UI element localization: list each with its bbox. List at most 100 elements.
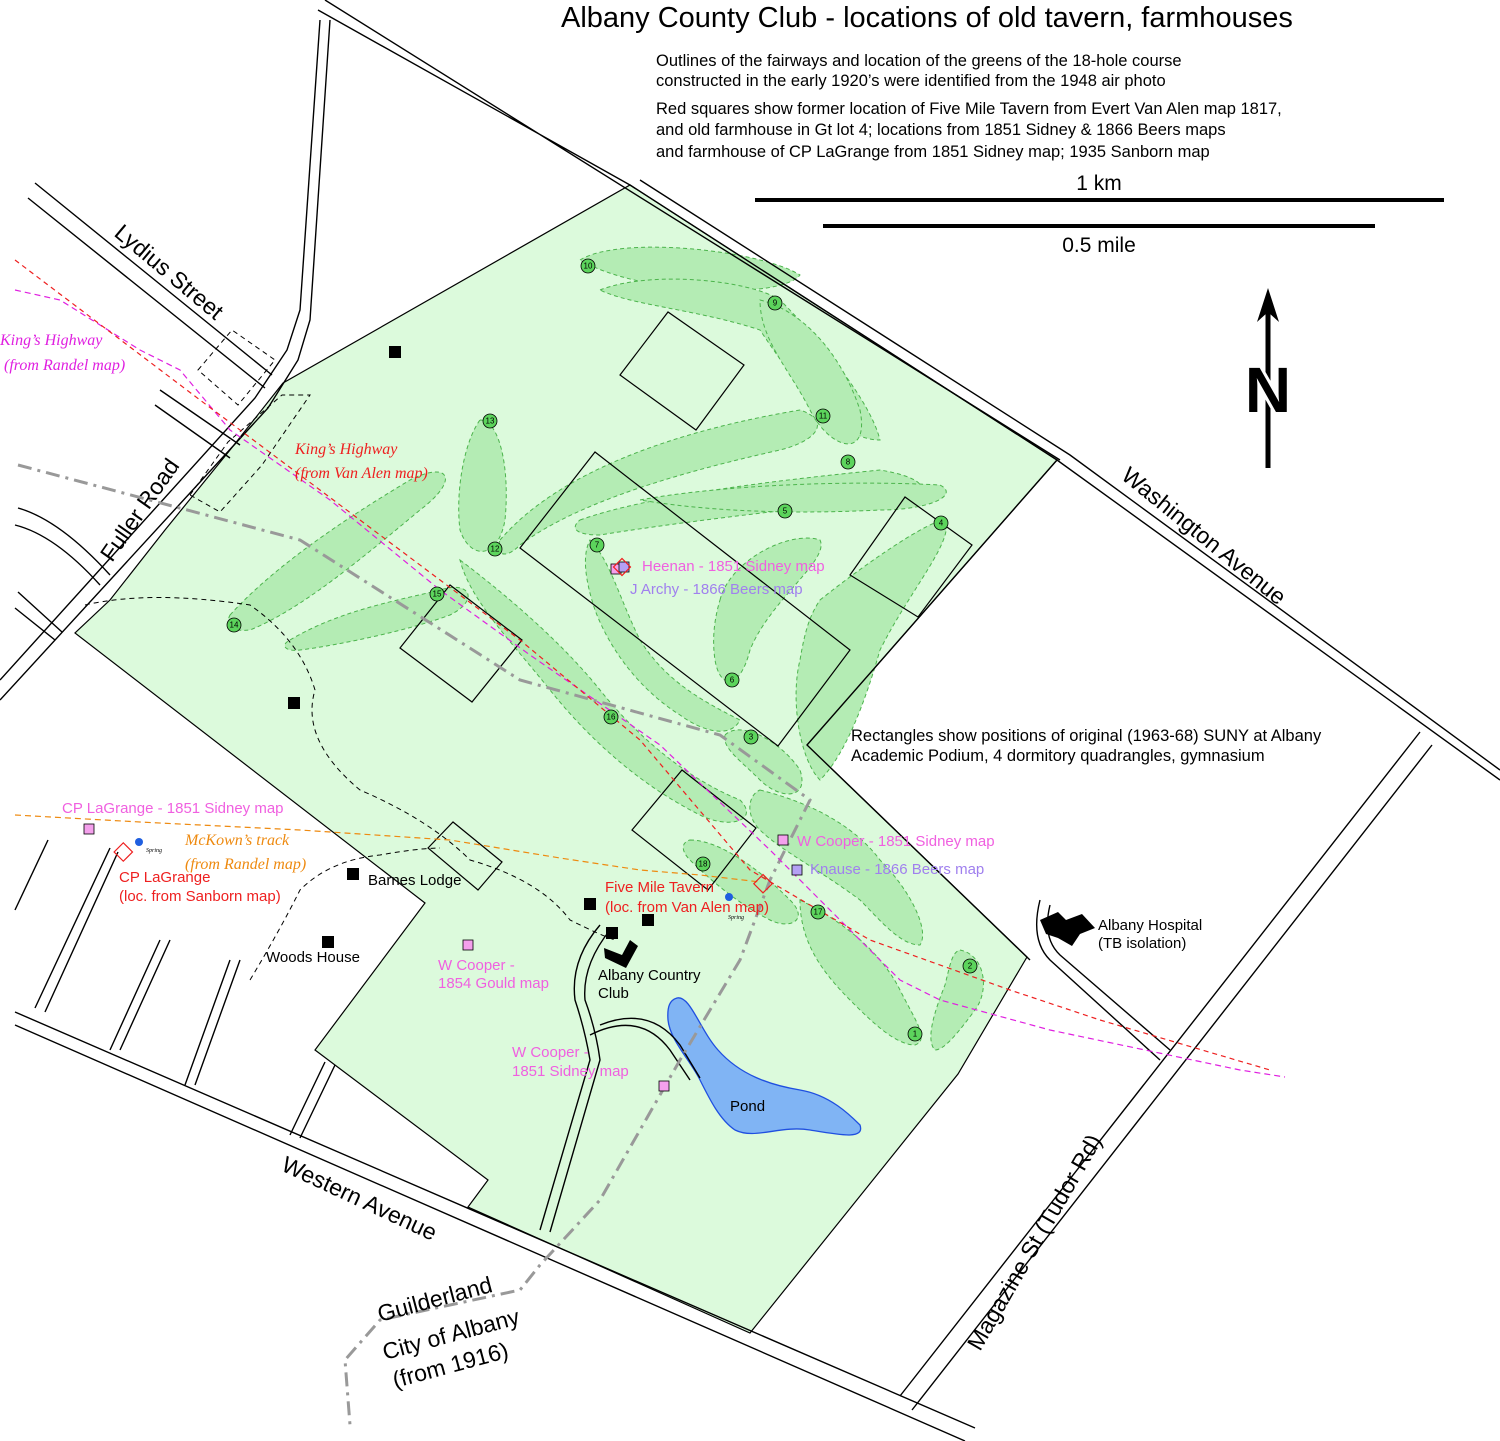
barnes-lodge-label: Barnes Lodge (368, 872, 461, 889)
knause-marker (791, 864, 803, 876)
kings-highway-randel-label: King’s Highway (0, 332, 103, 349)
wcooper-sidney2-marker (658, 1080, 670, 1092)
green-8 (840, 454, 856, 470)
svg-text:6: 6 (730, 676, 735, 685)
green-12 (487, 541, 503, 557)
svg-text:5: 5 (783, 507, 788, 516)
mckowns-track-label: McKown’s track (184, 832, 290, 849)
svg-text:7: 7 (595, 541, 600, 550)
svg-text:16: 16 (607, 713, 616, 722)
wcooper-sidney-label: W Cooper - 1851 Sidney map (797, 833, 995, 850)
club-house-building (604, 940, 638, 968)
green-9 (767, 295, 783, 311)
kings-highway-randel (14, 289, 1286, 1078)
hospital-building (1040, 912, 1095, 946)
jarchy-marker (618, 561, 630, 573)
knause-label: Knause - 1866 Beers map (810, 861, 984, 878)
spring-marker (135, 838, 143, 846)
western-avenue-label: Western Avenue (278, 1151, 441, 1246)
spring-label: Spring (728, 915, 744, 921)
note-line-2: constructed in the early 1920’s were ide… (656, 72, 1166, 90)
tavern-label: Five Mile Tavern (605, 879, 714, 896)
north-arrow: N (1242, 288, 1294, 468)
svg-text:3: 3 (749, 733, 754, 742)
municipal-boundary (17, 463, 812, 1426)
svg-text:9: 9 (773, 299, 778, 308)
hospital-label-2: (TB isolation) (1098, 935, 1186, 952)
heenan-label: Heenan - 1851 Sidney map (642, 558, 825, 575)
wcooper-sidney-marker (777, 834, 789, 846)
svg-text:17: 17 (814, 908, 823, 917)
svg-text:8: 8 (846, 458, 851, 467)
green-16 (603, 709, 619, 725)
green-3 (743, 729, 759, 745)
svg-text:13: 13 (486, 417, 495, 426)
building-marker (389, 346, 401, 358)
dashed-lots (189, 329, 311, 513)
mckowns-track-label-2: (from Randel map) (185, 856, 306, 873)
svg-text:11: 11 (819, 412, 828, 421)
green-6 (724, 672, 740, 688)
building-marker (347, 868, 359, 880)
svg-text:10: 10 (584, 262, 593, 271)
pond (667, 997, 862, 1136)
svg-text:18: 18 (699, 860, 708, 869)
suny-rectangles (399, 311, 973, 891)
wcooper-sidney2-label: W Cooper - (512, 1044, 589, 1061)
green-17 (810, 904, 826, 920)
red-square-markers (113, 557, 774, 894)
washington-avenue-label: Washington Avenue (1117, 462, 1291, 610)
woods-house-label: Woods House (266, 949, 360, 966)
tavern-label-2: (loc. from Van Alen map) (605, 899, 769, 916)
green-1 (907, 1026, 923, 1042)
scale-mile-label: 0.5 mile (1062, 234, 1136, 257)
wcooper-gould-marker (462, 939, 474, 951)
svg-text:14: 14 (230, 621, 239, 630)
wcooper-sidney2-label-2: 1851 Sidney map (512, 1063, 629, 1080)
green-4 (933, 515, 949, 531)
kings-highway-vanalen (14, 259, 1271, 1071)
building-marker (584, 898, 596, 910)
magazine-street-label: Magazine St (Tudor Rd) (962, 1130, 1107, 1355)
green-15 (429, 586, 445, 602)
spring-label: Spring (146, 848, 162, 854)
cp-lagrange-sidney-marker (83, 823, 95, 835)
building-marker (642, 914, 654, 926)
scale-km-label: 1 km (1076, 172, 1122, 195)
note-line-4: and old farmhouse in Gt lot 4; locations… (656, 121, 1226, 139)
greens (226, 258, 978, 1042)
hospital-label: Albany Hospital (1098, 917, 1202, 934)
building-marker (606, 927, 618, 939)
note-line-3: Red squares show former location of Five… (656, 100, 1282, 118)
wcooper-gould-label-2: 1854 Gould map (438, 975, 549, 992)
suny-note-line2: Academic Podium, 4 dormitory quadrangles… (851, 747, 1265, 765)
buildings (288, 346, 1095, 968)
green-11 (815, 408, 831, 424)
old-tracks (84, 597, 616, 981)
note-line-5: and farmhouse of CP LaGrange from 1851 S… (656, 143, 1210, 161)
green-7 (589, 537, 605, 553)
club-label-2: Club (598, 985, 629, 1002)
heenan-red-marker (612, 557, 632, 577)
green-2 (962, 958, 978, 974)
svg-text:12: 12 (491, 545, 500, 554)
map-title: Albany County Club - locations of old ta… (561, 2, 1293, 34)
building-marker (322, 936, 334, 948)
spring-marker (725, 893, 733, 901)
svg-text:15: 15 (433, 590, 442, 599)
green-numbers: 1 2 3 4 5 6 7 8 9 10 11 12 13 14 15 16 1… (230, 262, 973, 1039)
cp-lagrange-sanborn-label-2: (loc. from Sanborn map) (119, 888, 281, 905)
pond-label: Pond (730, 1098, 765, 1115)
kings-highway-randel-label-2: (from Randel map) (4, 357, 125, 374)
wcooper-gould-label: W Cooper - (438, 957, 515, 974)
svg-text:4: 4 (939, 519, 944, 528)
note-line-1: Outlines of the fairways and location of… (656, 52, 1182, 70)
kings-highway-vanalen-label-2: (from Van Alen map) (295, 465, 428, 482)
tavern-marker (752, 873, 774, 894)
cp-lagrange-sanborn-marker (113, 841, 134, 863)
club-label: Albany Country (598, 967, 701, 984)
north-label: N (1245, 354, 1291, 426)
green-10 (580, 258, 596, 274)
springs (135, 838, 733, 901)
